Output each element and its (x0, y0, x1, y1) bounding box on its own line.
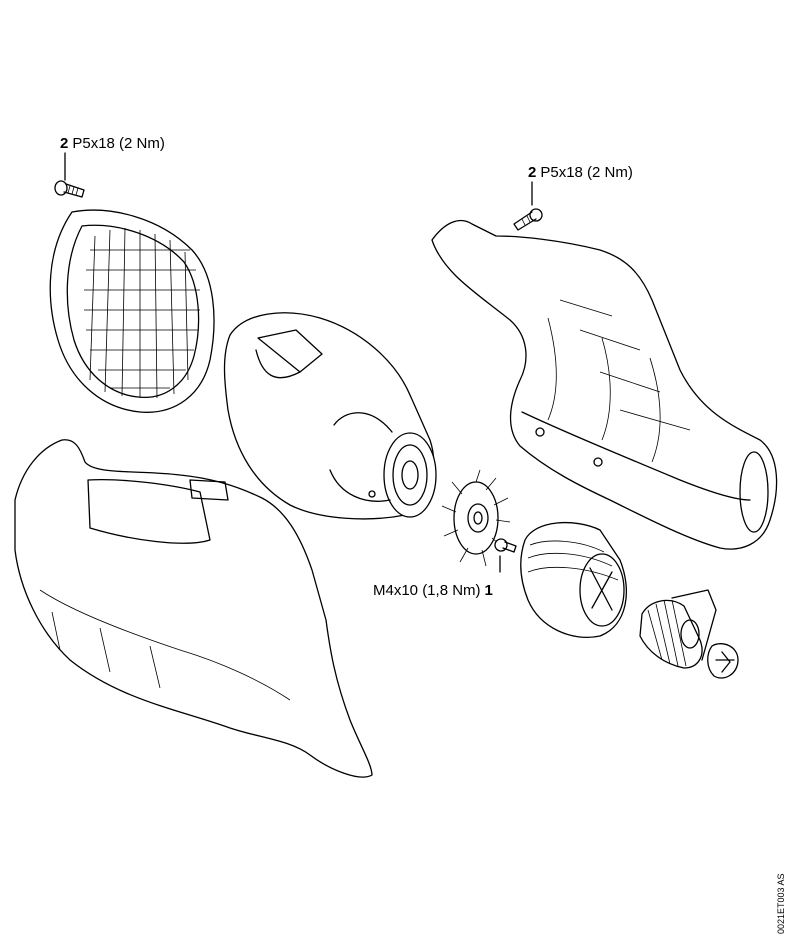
grille-cover (49, 209, 215, 413)
electric-motor (639, 589, 717, 669)
upper-housing-half (431, 219, 778, 550)
document-code: 0021ET003 AS (776, 873, 786, 934)
callout-motor-screw: M4x10 (1,8 Nm)1 (373, 582, 493, 599)
nozzle-housing (223, 312, 437, 520)
screw-motor (494, 538, 517, 573)
brush-holder (707, 643, 739, 679)
callout-left-spec: P5x18 (2 Nm) (72, 135, 165, 152)
screw-left (54, 152, 85, 198)
lower-housing-shell (14, 439, 373, 778)
callout-motor-spec: M4x10 (1,8 Nm) (373, 582, 481, 599)
motor-shroud (520, 521, 627, 638)
screw-right (513, 181, 543, 231)
callout-left-qty: 2 (60, 135, 69, 152)
callout-right-qty: 2 (528, 164, 537, 181)
callout-motor-qty: 1 (484, 582, 493, 599)
impeller-fan (441, 469, 511, 567)
callout-right-spec: P5x18 (2 Nm) (540, 164, 633, 181)
